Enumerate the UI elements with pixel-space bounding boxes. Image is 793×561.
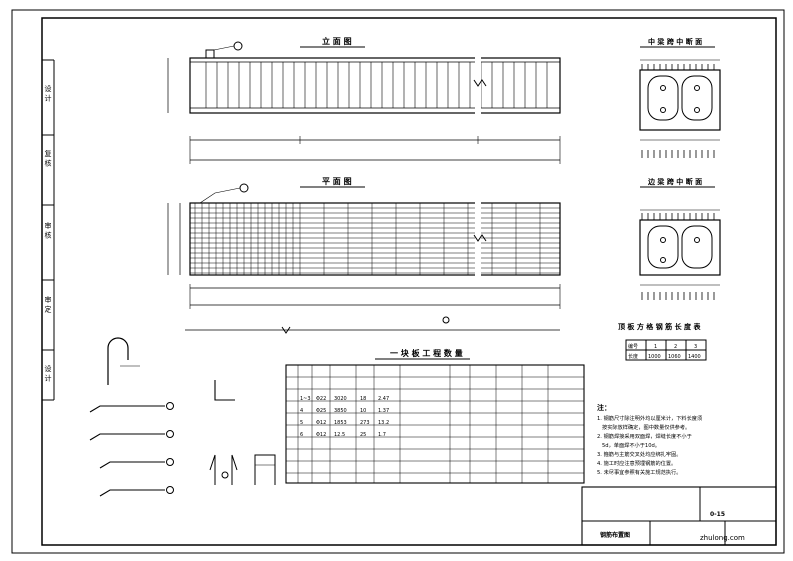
sheet-number: 0-15	[710, 511, 725, 518]
elevation-view: 立 面 图	[167, 36, 561, 164]
length-table-r2: 1060	[668, 354, 681, 360]
length-table-h3: 3	[694, 344, 697, 350]
mid-section-title: 中 梁 跨 中 断 面	[648, 37, 702, 46]
quantity-table: 一 块 板 工 程 数 量 1~3 Φ22 3020 18 2.47 4 Φ25…	[285, 348, 585, 484]
qt-row3-total: 13.2	[378, 420, 389, 426]
bar-details	[89, 337, 276, 497]
qt-row2-no: 4	[300, 408, 303, 414]
qt-row1-len: 3020	[334, 396, 347, 402]
length-table-title: 顶 板 方 格 钢 筋 长 度 表	[618, 322, 701, 331]
length-table: 顶 板 方 格 钢 筋 长 度 表 编号 1 2 3 长度 1000 1060 …	[618, 322, 707, 361]
qt-row1-no: 1~3	[300, 396, 311, 402]
qt-row3-len: 1853	[334, 420, 347, 426]
note-line-3: 2. 钢筋焊接采用双面焊，焊缝长度不小于	[597, 432, 692, 440]
length-table-r0: 长度	[628, 353, 638, 360]
side-label-4: 审 定	[44, 295, 52, 313]
qt-row1-count: 18	[360, 396, 366, 402]
qt-row2-total: 1.37	[378, 408, 389, 414]
watermark: zhulong.com	[700, 534, 745, 542]
length-table-h2: 2	[674, 344, 677, 350]
note-line-4: 5d，单面焊不小于10d。	[602, 441, 660, 449]
side-label-2: 复 核	[44, 149, 52, 167]
notes: 注： 1. 钢筋尺寸除注明外均以厘米计，下料长度须 按实际放样确定，图中数量仅供…	[597, 403, 702, 476]
side-label-5: 设 计	[44, 364, 52, 382]
plan-view: 平 面 图	[167, 177, 561, 334]
length-table-r1: 1000	[648, 354, 661, 360]
length-table-h0: 编号	[628, 343, 638, 350]
qt-row3-dia: Φ12	[316, 420, 326, 426]
title-block: 0-15 钢筋布置图 zhulong.com	[581, 486, 777, 546]
inner-border	[41, 17, 777, 546]
qt-row2-count: 10	[360, 408, 366, 414]
qt-row1-dia: Φ22	[316, 396, 326, 402]
qt-row2-dia: Φ25	[316, 408, 326, 414]
qt-row4-dia: Φ12	[316, 432, 326, 438]
notes-heading: 注：	[597, 403, 611, 412]
qt-row2-len: 3850	[334, 408, 347, 414]
note-line-1: 1. 钢筋尺寸除注明外均以厘米计，下料长度须	[597, 414, 702, 422]
side-label-3: 审 核	[44, 221, 52, 239]
end-section-title: 边 梁 跨 中 断 面	[647, 177, 702, 186]
qt-row4-total: 1.7	[378, 432, 386, 438]
drawing-name: 钢筋布置图	[600, 531, 630, 539]
note-line-7: 5. 未尽事宜参照有关施工规范执行。	[597, 468, 681, 476]
length-table-r3: 1400	[688, 354, 701, 360]
note-line-2: 按实际放样确定，图中数量仅供参考。	[602, 423, 690, 431]
side-label-1: 设 计	[44, 84, 52, 102]
qt-row4-len: 12.5	[334, 432, 345, 438]
length-table-h1: 1	[654, 344, 657, 350]
qt-row4-count: 25	[360, 432, 366, 438]
elevation-title: 立 面 图	[322, 36, 352, 46]
mid-beam-section: 中 梁 跨 中 断 面	[639, 37, 721, 158]
qt-row3-no: 5	[300, 420, 303, 426]
qt-row1-total: 2.47	[378, 396, 389, 402]
qt-row4-no: 6	[300, 432, 303, 438]
bar-callout-bubble	[233, 41, 243, 51]
binding-strip: 设 计 复 核 审 核 审 定 设 计	[42, 59, 55, 401]
outer-border	[11, 9, 785, 554]
plan-title: 平 面 图	[322, 177, 352, 186]
note-line-6: 4. 施工时应注意预埋钢筋的位置。	[597, 459, 676, 467]
note-line-5: 3. 箍筋与主筋交叉处均应绑扎牢固。	[597, 450, 681, 458]
qt-row3-count: 273	[360, 420, 370, 426]
quantity-table-title: 一 块 板 工 程 数 量	[390, 348, 463, 358]
end-beam-section: 边 梁 跨 中 断 面	[639, 177, 721, 300]
